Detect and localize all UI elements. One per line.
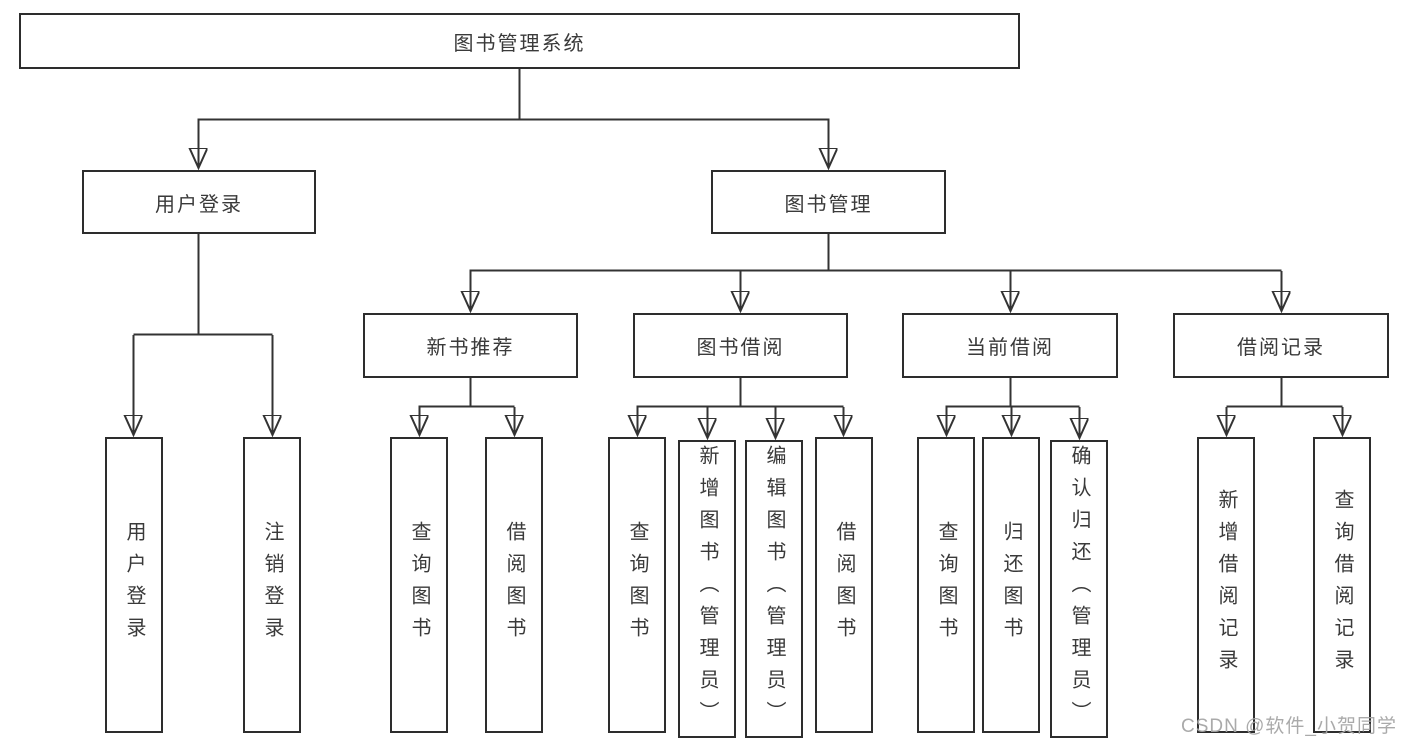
node-leaf-query-borrow-record: 查询借阅记录 [1313,437,1371,733]
node-label: 当前借阅 [966,337,1054,359]
node-label: 图书管理系统 [453,32,586,55]
node-leaf-borrow-books-recommend: 借阅图书 [485,437,543,733]
connector-user-login-spine [133,234,273,336]
node-label: 注销登录 [261,521,283,649]
node-label: 借阅图书 [833,521,855,649]
node-label: 查询图书 [626,521,648,649]
node-leaf-query-books-borrow: 查询图书 [608,437,666,733]
node-new-book-recommend: 新书推荐 [363,313,578,378]
node-leaf-edit-books-admin: 编辑图书（管理员） [745,440,803,738]
connector-book-management-spine [469,234,1282,272]
node-label: 查询图书 [935,521,957,649]
node-leaf-borrow-books: 借阅图书 [815,437,873,733]
node-label: 确认归还（管理员） [1068,445,1090,733]
node-leaf-query-books-current: 查询图书 [917,437,975,733]
node-label: 归还图书 [1000,521,1022,649]
node-label: 用户登录 [123,521,145,649]
node-label: 新增借阅记录 [1215,489,1237,681]
node-label: 新增图书（管理员） [696,445,718,733]
node-borrow-records: 借阅记录 [1173,313,1389,378]
node-label: 用户登录 [155,193,243,216]
node-leaf-add-borrow-record: 新增借阅记录 [1197,437,1255,733]
node-leaf-return-books: 归还图书 [982,437,1040,733]
node-label: 查询借阅记录 [1331,489,1353,681]
node-label: 编辑图书（管理员） [763,445,785,733]
node-label: 查询图书 [408,521,430,649]
node-book-management: 图书管理 [711,170,946,234]
watermark: CSDN @软件_小贺同学 [1181,716,1397,737]
node-label: 图书借阅 [696,337,785,359]
node-label: 图书管理 [784,193,873,216]
node-label: 借阅记录 [1237,337,1325,359]
node-leaf-add-books-admin: 新增图书（管理员） [678,440,736,738]
node-book-borrow: 图书借阅 [633,313,848,378]
connector-new-book-spine [418,378,515,408]
node-leaf-confirm-return-admin: 确认归还（管理员） [1050,440,1108,738]
connector-book-borrow-spine [636,378,844,408]
node-user-login: 用户登录 [82,170,316,234]
connector-root-spine [197,69,830,121]
node-current-borrow: 当前借阅 [902,313,1118,378]
node-root: 图书管理系统 [19,13,1020,69]
connector-borrow-records-spine [1226,378,1343,408]
node-leaf-user-login: 用户登录 [105,437,163,733]
node-label: 新书推荐 [426,337,515,359]
node-leaf-logout: 注销登录 [243,437,301,733]
connector-current-borrow-spine [945,378,1080,408]
node-leaf-query-books-recommend: 查询图书 [390,437,448,733]
node-label: 借阅图书 [503,521,525,649]
